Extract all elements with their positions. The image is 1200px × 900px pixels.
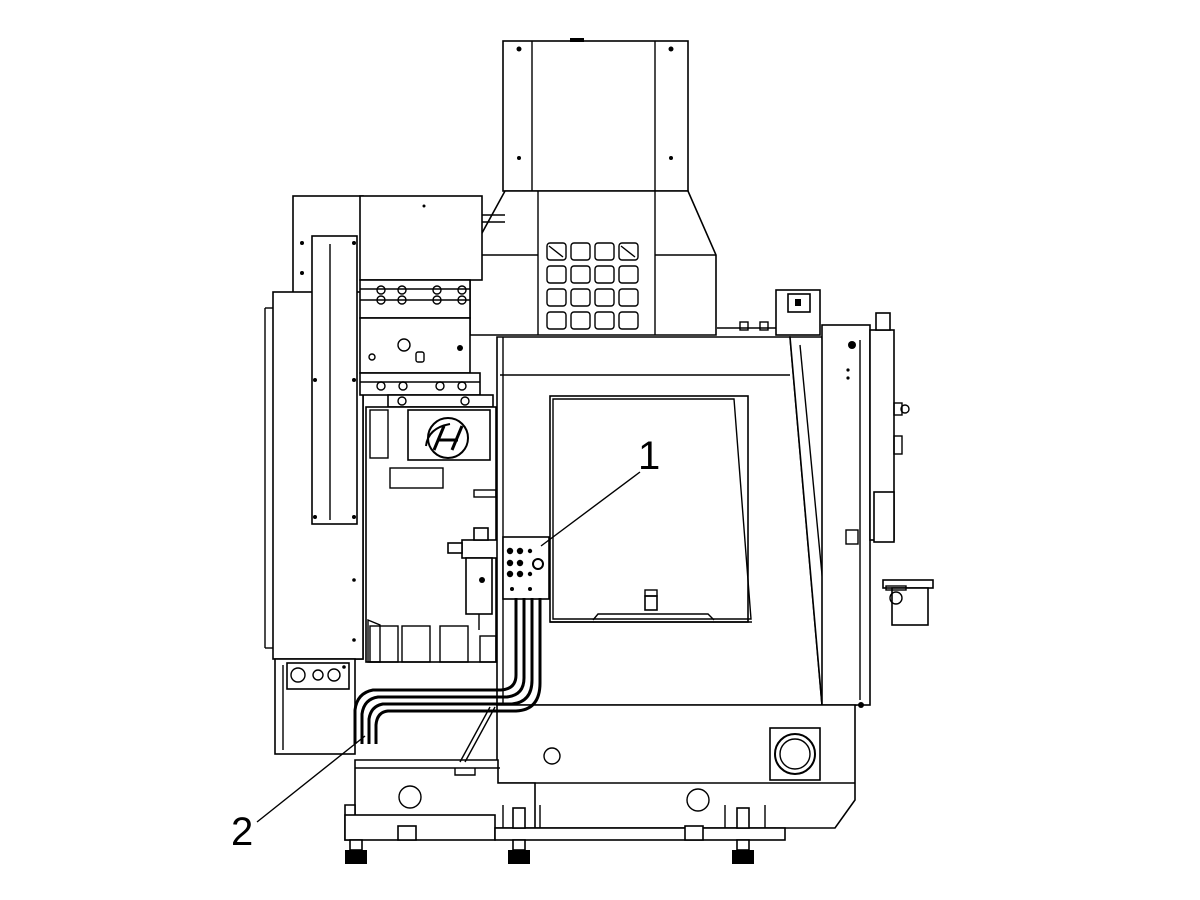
- frame-details: [459, 706, 496, 763]
- callout-2-leader: [256, 735, 366, 823]
- callout-2: 2: [231, 735, 366, 854]
- top-column: [502, 38, 689, 192]
- callout-1-leader: [540, 471, 641, 547]
- cable-harness: [353, 598, 542, 744]
- callout-1-label: 1: [638, 434, 660, 478]
- machine-base: [344, 704, 856, 841]
- lower-left-box: [274, 658, 356, 755]
- callout-1: 1: [540, 434, 660, 547]
- head-vent-grid: [546, 242, 639, 330]
- right-side-column: [717, 289, 934, 708]
- haas-logo: [425, 417, 469, 459]
- air-regulator: [447, 527, 503, 630]
- connection-panel: [502, 536, 550, 600]
- upper-cabinet: [359, 195, 505, 281]
- spindle-head: [469, 190, 717, 336]
- left-side-panel: [264, 195, 364, 660]
- linear-rails: [359, 279, 494, 408]
- main-enclosure: [496, 336, 857, 706]
- callout-2-label: 2: [231, 810, 253, 854]
- leveling-feet: [345, 805, 766, 864]
